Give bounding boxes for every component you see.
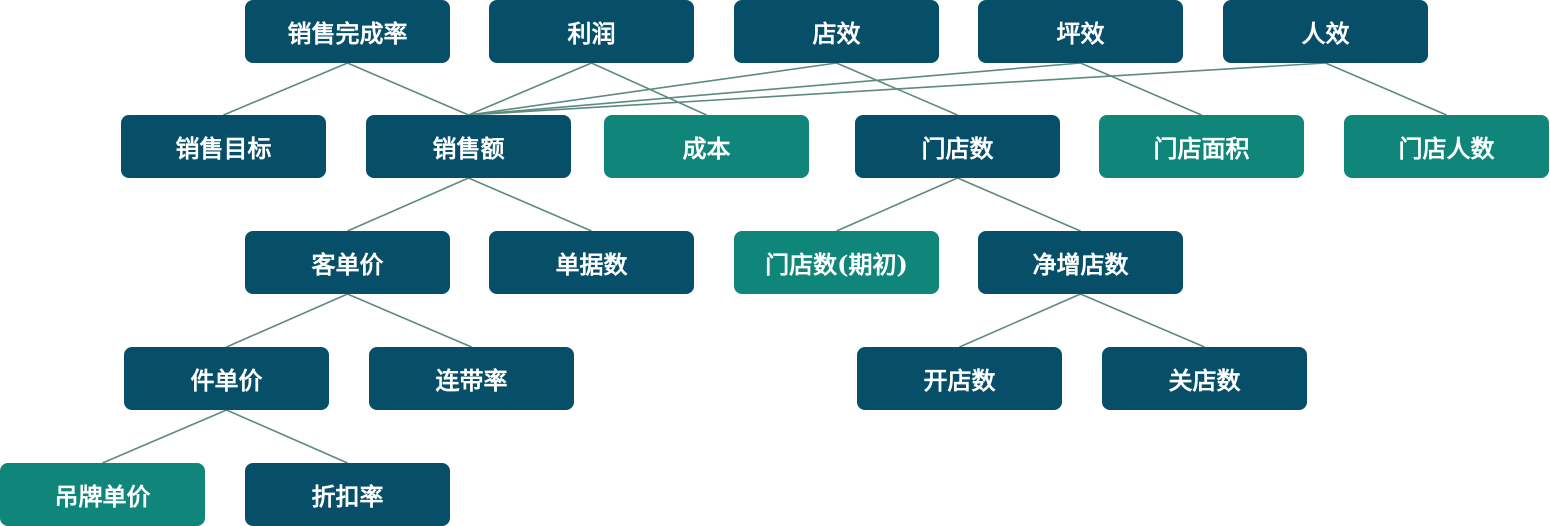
- node-store-staff-count[interactable]: 门店人数: [1344, 115, 1549, 178]
- node-store-efficiency[interactable]: 店效: [734, 0, 939, 63]
- node-sales-amount[interactable]: 销售额: [366, 115, 571, 178]
- connector-line: [468, 177, 592, 232]
- connector-line: [468, 62, 1081, 116]
- node-avg-item-price[interactable]: 件单价: [124, 347, 329, 410]
- connector-line: [347, 177, 469, 232]
- node-net-new-stores[interactable]: 净增店数: [978, 231, 1183, 294]
- connector-line: [226, 293, 348, 348]
- node-stores-closed[interactable]: 关店数: [1102, 347, 1307, 410]
- connector-line: [468, 62, 592, 116]
- node-stores-opened[interactable]: 开店数: [857, 347, 1062, 410]
- node-store-count[interactable]: 门店数: [855, 115, 1060, 178]
- connector-line: [347, 62, 469, 116]
- node-store-area[interactable]: 门店面积: [1099, 115, 1304, 178]
- node-staff-efficiency[interactable]: 人效: [1223, 0, 1428, 63]
- node-transaction-count[interactable]: 单据数: [489, 231, 694, 294]
- node-sales-completion-rate[interactable]: 销售完成率: [245, 0, 450, 63]
- connector-line: [468, 62, 837, 116]
- connector-line: [836, 177, 958, 232]
- node-attach-rate[interactable]: 连带率: [369, 347, 574, 410]
- connector-line: [957, 177, 1081, 232]
- node-avg-transaction-value[interactable]: 客单价: [245, 231, 450, 294]
- connector-line: [223, 62, 348, 116]
- node-tag-unit-price[interactable]: 吊牌单价: [0, 463, 205, 526]
- connector-line: [226, 409, 348, 464]
- node-cost[interactable]: 成本: [604, 115, 809, 178]
- node-profit[interactable]: 利润: [489, 0, 694, 63]
- node-sales-target[interactable]: 销售目标: [121, 115, 326, 178]
- connector-line: [468, 62, 1326, 116]
- node-store-count-beginning[interactable]: 门店数(期初): [734, 231, 939, 294]
- connector-line: [1080, 293, 1205, 348]
- connector-line: [959, 293, 1081, 348]
- connector-line: [347, 293, 472, 348]
- node-area-efficiency[interactable]: 坪效: [978, 0, 1183, 63]
- connector-line: [102, 409, 227, 464]
- connector-line: [1080, 62, 1202, 116]
- connector-line: [1325, 62, 1447, 116]
- node-discount-rate[interactable]: 折扣率: [245, 463, 450, 526]
